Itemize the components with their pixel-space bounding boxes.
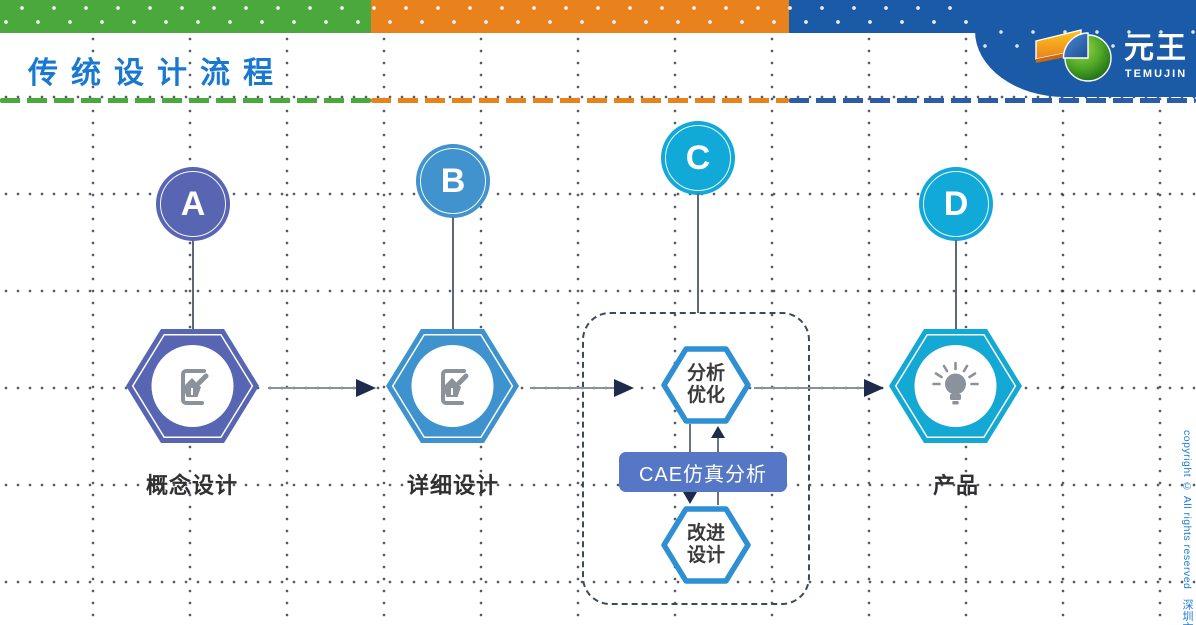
cae-loop-group-box <box>582 312 810 605</box>
title-underline-blue <box>789 98 1196 103</box>
hexagon-analysis-optimize: 分析 优化 <box>660 343 752 427</box>
analysis-line2: 优化 <box>686 385 725 406</box>
analysis-line1: 分析 <box>686 362 725 384</box>
label-concept-design: 概念设计 <box>145 473 238 498</box>
improve-line1: 改进 <box>686 522 725 544</box>
badge-c-letter: C <box>685 138 711 177</box>
arrow-improve-to-analysis-head <box>711 426 725 438</box>
hexagon-improve-design: 改进 设计 <box>660 503 752 587</box>
hexagon-detailed-design <box>384 326 521 451</box>
arrow-analysis-to-improve-head <box>683 492 697 504</box>
logo-tagline: TEMUJIN <box>1124 67 1188 80</box>
improve-design-label: 改进 设计 <box>660 503 752 587</box>
cae-simulation-tag: CAE仿真分析 <box>619 452 787 492</box>
lightbulb-icon <box>932 361 979 405</box>
title-underline-orange <box>371 98 789 103</box>
hexagon-product <box>887 326 1024 451</box>
arrow-concept-to-detail-line <box>268 387 358 389</box>
connector-d <box>955 240 957 330</box>
arrow-detail-to-analysis-line <box>530 387 616 389</box>
analysis-optimize-label: 分析 优化 <box>660 343 752 427</box>
copyright-cn: 深圳市有 <box>1181 599 1193 625</box>
improve-line2: 设计 <box>686 545 725 566</box>
design-document-icon <box>181 369 209 405</box>
design-document-icon <box>441 369 469 405</box>
connector-a <box>192 240 194 330</box>
label-detailed-design: 详细设计 <box>406 473 499 498</box>
connector-c <box>697 193 699 313</box>
arrow-concept-to-detail-head <box>356 379 376 397</box>
badge-b-letter: B <box>440 161 466 200</box>
title-underline-green <box>0 98 371 103</box>
copyright-en: copyright © All rights reserved <box>1181 430 1193 590</box>
label-product: 产品 <box>932 473 979 498</box>
pie-chart-logo-icon <box>1034 24 1114 89</box>
arrow-analysis-to-product-head <box>864 379 884 397</box>
arrow-detail-to-analysis-head <box>614 379 634 397</box>
hexagon-concept-design <box>124 326 261 451</box>
badge-d-letter: D <box>943 184 969 223</box>
logo-name: 元王 <box>1124 32 1188 66</box>
badge-a-letter: A <box>180 184 206 223</box>
badge-a: A <box>156 167 230 241</box>
badge-c: C <box>661 121 735 195</box>
copyright-vertical-text: copyright © All rights reserved 深圳市有 <box>1180 430 1193 625</box>
badge-b: B <box>416 144 490 218</box>
connector-b <box>452 217 454 330</box>
arrow-analysis-to-product-line <box>754 387 866 389</box>
page-title: 传统设计流程 <box>28 57 286 90</box>
badge-d: D <box>919 167 993 241</box>
logo-block: 元王 TEMUJIN <box>975 0 1196 97</box>
